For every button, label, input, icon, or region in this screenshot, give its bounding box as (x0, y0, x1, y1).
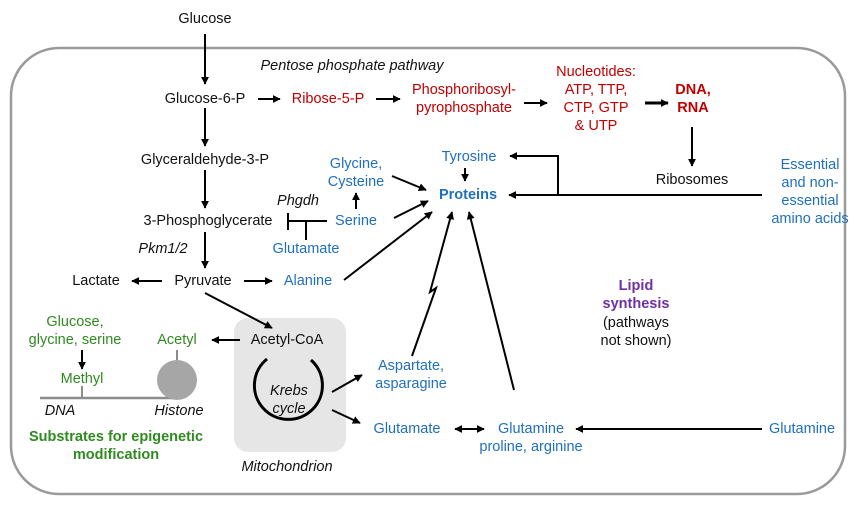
glucose-6-p-label: Glucose-6-P (164, 91, 246, 107)
nucleotides-line-4: & UTP (574, 118, 618, 134)
glyceraldehyde-3-p-label: Glyceraldehyde-3-P (140, 152, 270, 168)
nucleotides-line-2: ATP, TTP, (564, 82, 628, 98)
pentose-pathway-label: Pentose phosphate pathway (260, 58, 444, 74)
arrow-krebs-to-aspartate (331, 374, 363, 393)
nucleotides-label: Nucleotides: ATP, TTP, CTP, GTP & UTP (556, 63, 636, 135)
cell-boundary (9, 46, 847, 496)
essential-line-2: and non- (781, 175, 839, 191)
krebs-line-1: Krebs (270, 383, 308, 399)
tyrosine-label: Tyrosine (441, 149, 497, 165)
nucleotides-line-3: CTP, GTP (563, 100, 629, 116)
lipid-line-1: Lipid (618, 278, 654, 294)
glucose-label: Glucose (178, 11, 232, 27)
acetyl-coa-label: Acetyl-CoA (250, 332, 324, 348)
prpp-label: Phosphoribosyl- pyrophosphate (412, 81, 516, 117)
arrow-branch-to-tyrosine (509, 152, 559, 195)
ribosomes-label: Ribosomes (655, 172, 729, 188)
lipid-line-4: not shown) (600, 333, 672, 349)
arrow-serine-to-proteins (393, 200, 429, 219)
prpp-line-2: pyrophosphate (416, 100, 512, 116)
pkm-label: Pkm1/2 (138, 241, 188, 257)
methyl-label: Methyl (60, 371, 104, 387)
essential-line-4: amino acids (771, 211, 849, 227)
arrow-alanine-to-proteins (343, 211, 433, 281)
glutamine-right-label: Glutamine (768, 421, 836, 437)
dna-label: DNA (44, 403, 76, 419)
dna-rna-line-1: DNA, (675, 82, 711, 98)
phgdh-label: Phgdh (277, 193, 319, 209)
essential-line-3: essential (781, 193, 839, 209)
epigenetic-line-2: modification (72, 447, 160, 463)
lactate-label: Lactate (72, 273, 120, 289)
dna-rna-label: DNA, RNA (675, 81, 710, 117)
pyruvate-label: Pyruvate (174, 273, 232, 289)
prpp-line-1: Phosphoribosyl- (412, 82, 516, 98)
lipid-synthesis-label: Lipid synthesis (603, 277, 670, 313)
asparagine-line: asparagine (375, 376, 447, 392)
glutamine-proline-arginine-label: Glutamine proline, arginine (479, 420, 582, 456)
glucose-gly-ser-line-1: Glucose, (46, 314, 104, 330)
glucose-gly-ser-line-2: glycine, serine (28, 332, 122, 348)
glutamate-bottom-label: Glutamate (373, 421, 441, 437)
glutamate-top-label: Glutamate (272, 241, 340, 257)
essential-amino-acids-label: Essential and non- essential amino acids (771, 156, 848, 228)
arrow-glycine-to-proteins (391, 175, 427, 191)
arrow-pyruvate-to-acetylcoa (204, 292, 273, 329)
pathways-not-shown-label: (pathways not shown) (601, 314, 672, 350)
serine-label: Serine (335, 213, 377, 229)
ribose-5-p-label: Ribose-5-P (291, 91, 365, 107)
epigenetic-substrates-label: Substrates for epigenetic modification (29, 428, 203, 464)
aspartate-line: Aspartate, (377, 358, 445, 374)
mitochondrion-label: Mitochondrion (241, 459, 333, 475)
histone-shape (157, 360, 197, 400)
essential-line-1: Essential (780, 157, 840, 173)
glycine-line: Glycine, (329, 156, 383, 172)
nucleotides-line-1: Nucleotides: (556, 64, 636, 80)
3-phosphoglycerate-label: 3-Phosphoglycerate (143, 213, 273, 229)
cysteine-line: Cysteine (327, 174, 385, 190)
alanine-label: Alanine (283, 273, 333, 289)
mitochondrion-box (234, 318, 346, 452)
glycine-cysteine-label: Glycine, Cysteine (328, 155, 384, 191)
acetyl-label: Acetyl (157, 332, 197, 348)
histone-label: Histone (154, 403, 204, 419)
krebs-cycle-circle (252, 357, 324, 421)
arrow-aspartate-to-proteins (411, 211, 454, 357)
glutamine-mid-line-1: Glutamine (497, 421, 565, 437)
krebs-cycle-label: Krebs cycle (270, 382, 308, 418)
aspartate-asparagine-label: Aspartate, asparagine (375, 357, 447, 393)
dna-rna-line-2: RNA (677, 100, 709, 116)
glucose-glycine-serine-label: Glucose, glycine, serine (29, 313, 122, 349)
arrow-krebs-to-glutamate (331, 409, 361, 424)
lipid-line-3: (pathways (602, 315, 670, 331)
glutamine-mid-line-2: proline, arginine (479, 439, 583, 455)
epigenetic-line-1: Substrates for epigenetic (28, 429, 204, 445)
lipid-line-2: synthesis (602, 296, 670, 312)
arrow-glutamine-to-proteins (466, 211, 515, 391)
proteins-label: Proteins (438, 187, 498, 203)
krebs-line-2: cycle (272, 401, 306, 417)
